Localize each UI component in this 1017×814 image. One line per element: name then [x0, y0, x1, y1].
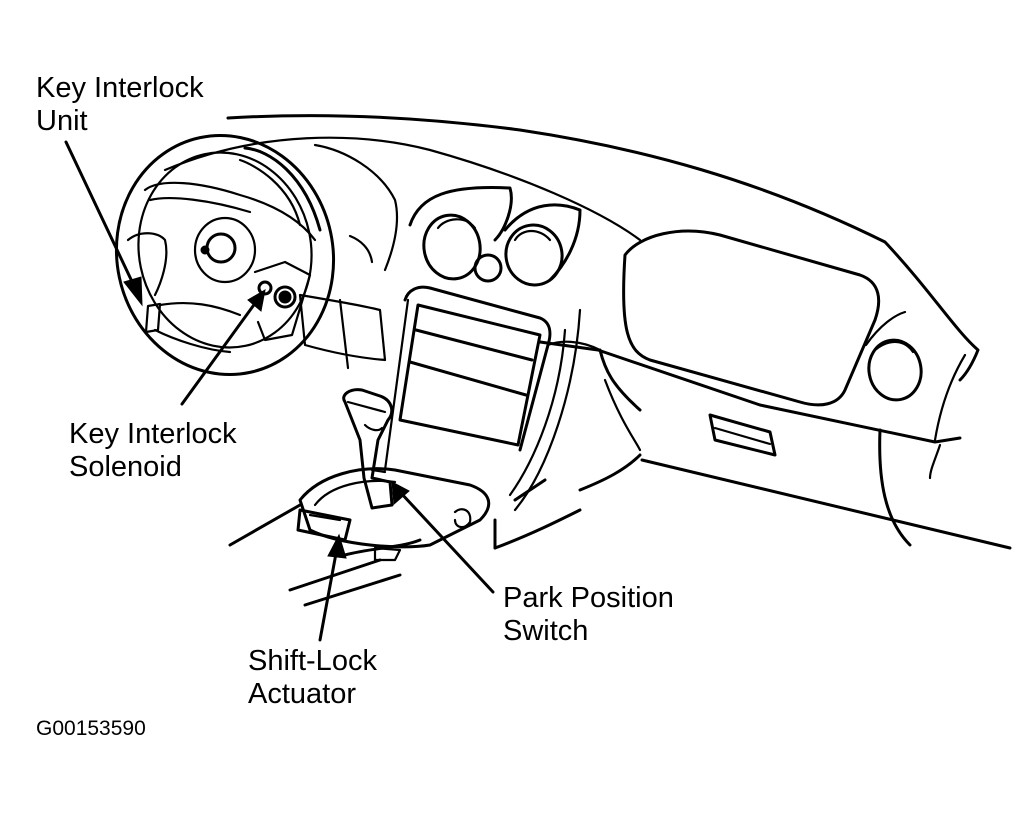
callout-shift-lock-actuator: Shift-Lock Actuator: [248, 645, 377, 711]
arrowhead-key-interlock-solenoid: [247, 289, 266, 312]
arrow-shift-lock-actuator: [318, 546, 339, 642]
arrow-key-interlock-solenoid: [180, 300, 258, 406]
callout-park-position-switch: Park Position Switch: [503, 582, 674, 648]
center-stack: [383, 285, 602, 512]
dash-top-edge: [226, 114, 980, 382]
callout-key-interlock-solenoid: Key Interlock Solenoid: [69, 418, 237, 484]
callout-line: Shift-Lock: [248, 645, 377, 677]
callout-line: Actuator: [248, 678, 356, 710]
passenger-dash: [538, 229, 1012, 550]
callout-arrows: [64, 140, 495, 642]
arrowhead-park-position-switch: [391, 481, 410, 506]
callout-line: Park Position: [503, 582, 674, 614]
figure-id: G00153590: [36, 717, 146, 740]
arrowhead-shift-lock-actuator: [327, 533, 347, 559]
column-cover: [298, 293, 387, 362]
dash-top-inner: [163, 136, 642, 242]
callout-line: Key Interlock: [36, 72, 204, 104]
shift-lever: [342, 388, 394, 510]
callout-line: Switch: [503, 615, 589, 647]
callout-line: Solenoid: [69, 451, 182, 483]
callout-line: Key Interlock: [69, 418, 237, 450]
arrow-park-position-switch: [398, 490, 495, 594]
callout-key-interlock-unit: Key Interlock Unit: [36, 72, 204, 138]
steering-wheel: [114, 133, 336, 377]
callout-line: Unit: [36, 105, 88, 137]
center-vents: [408, 186, 582, 287]
arrow-key-interlock-unit: [64, 140, 138, 292]
arrowhead-key-interlock-unit: [123, 276, 143, 307]
